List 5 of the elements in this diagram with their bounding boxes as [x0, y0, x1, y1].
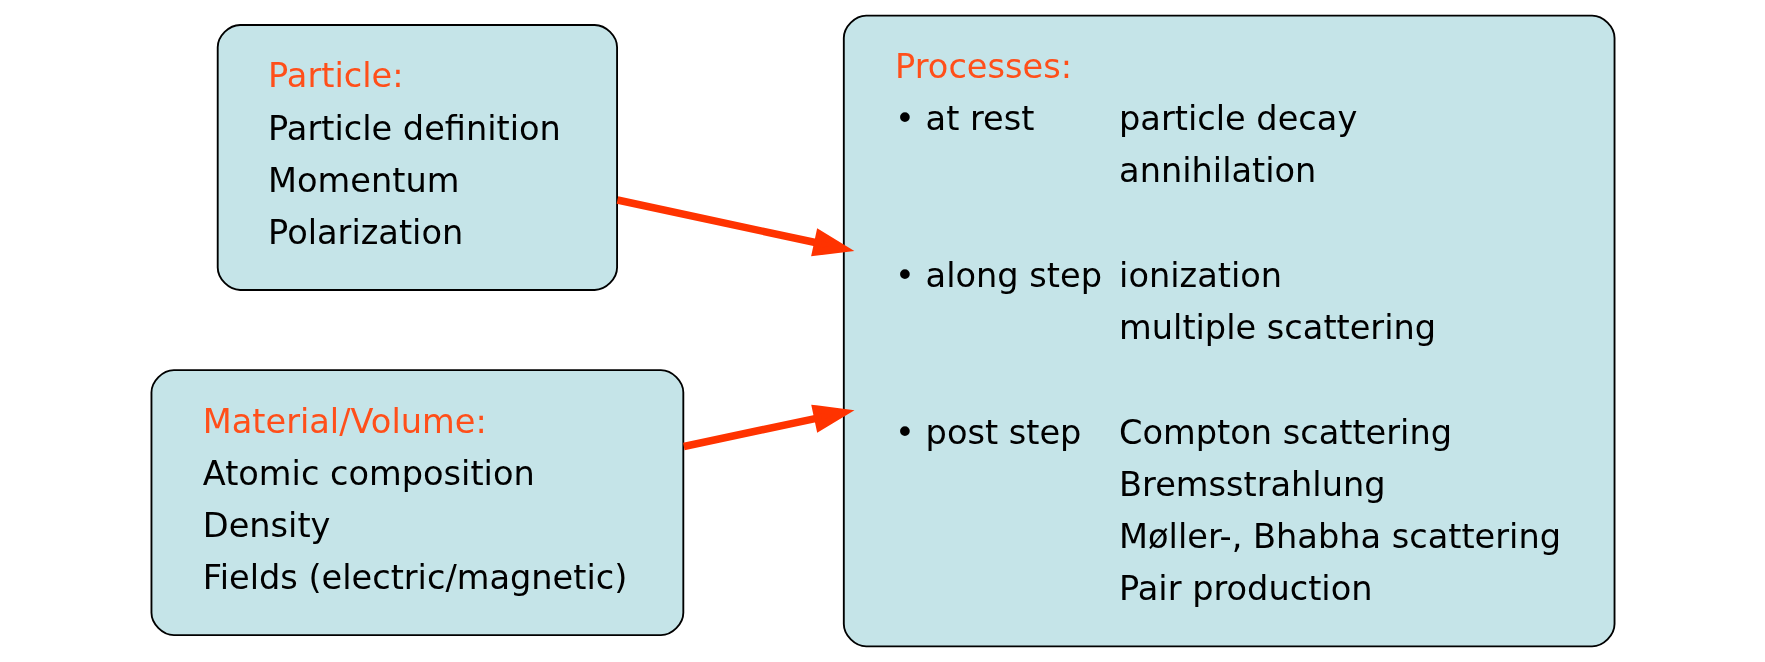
node-box: Particle: Particle definition Momentum Polarization: [216, 24, 618, 291]
arrow: [616, 196, 854, 257]
node-box: Material/Volume: Atomic composition Density Fields (electric/magnetic): [150, 369, 684, 637]
node-box: Processes: • at rest particle decay annihilation • along step ionization multiple scattering • post step Compton scattering Bremsstrahlung Møller-, Bhabha scattering Pair production: [842, 14, 1615, 648]
arrow: [682, 404, 854, 451]
